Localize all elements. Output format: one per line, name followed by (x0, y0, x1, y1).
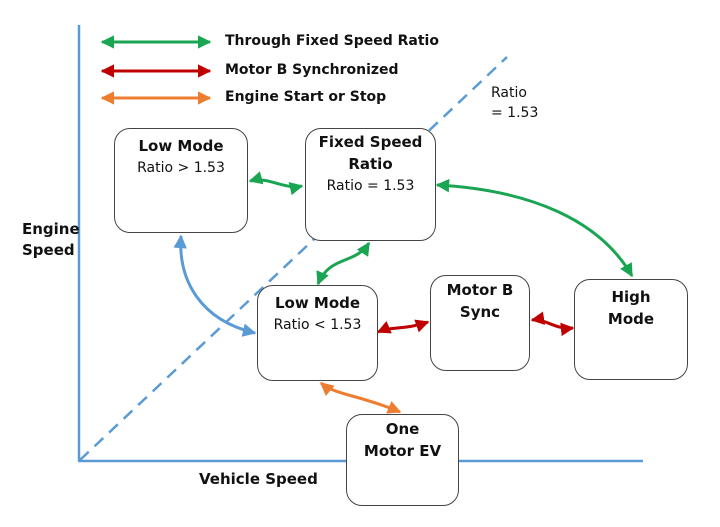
y-axis-label-line2: Speed (22, 241, 75, 259)
legend-label-motor-b: Motor B Synchronized (225, 62, 399, 78)
node-fixed-speed-ratio[interactable]: Fixed Speed Ratio Ratio = 1.53 (305, 128, 436, 241)
ratio-line-label-line1: Ratio (491, 85, 527, 101)
node-title: Low Mode (138, 137, 224, 155)
ratio-line-label: Ratio = 1.53 (491, 83, 538, 123)
node-title: Low Mode (274, 294, 361, 312)
node-low-mode-high-ratio[interactable]: Low Mode Ratio > 1.53 (114, 128, 248, 233)
node-low-mode-low-ratio[interactable]: Low Mode Ratio < 1.53 (257, 285, 378, 381)
node-title-line2: Mode (607, 310, 655, 328)
node-title-line1: One (385, 420, 420, 438)
node-title-line2: Ratio (348, 155, 393, 173)
node-one-motor-ev[interactable]: One Motor EV (346, 414, 459, 506)
ratio-line-label-line2: = 1.53 (491, 105, 539, 121)
arrow-lowlow-to-ev (319, 381, 402, 414)
ratio-line (79, 56, 508, 461)
node-subtitle: Ratio > 1.53 (137, 160, 225, 176)
x-axis-label: Vehicle Speed (199, 470, 318, 488)
arrow-lowhigh-to-fixed (248, 171, 304, 196)
node-subtitle: Ratio < 1.53 (273, 317, 362, 333)
arrow-motorb-to-highmode (530, 311, 575, 337)
arrow-fixed-to-lowlow (316, 241, 371, 286)
node-motor-b-sync[interactable]: Motor B Sync (430, 275, 530, 371)
arrow-lowhigh-to-lowlow (173, 234, 257, 337)
y-axis-label-line1: Engine (22, 220, 80, 238)
node-title-line1: Fixed Speed (318, 133, 423, 151)
arrow-fixed-to-highmode (435, 178, 634, 278)
node-subtitle: Ratio = 1.53 (326, 178, 415, 194)
legend-label-fixed-speed: Through Fixed Speed Ratio (225, 33, 439, 49)
legend-label-engine-start: Engine Start or Stop (225, 89, 387, 105)
node-title-line1: High (611, 288, 651, 306)
node-high-mode[interactable]: High Mode (574, 279, 688, 380)
node-title-line2: Sync (459, 303, 501, 321)
node-title-line2: Motor EV (363, 442, 442, 460)
node-title-line1: Motor B (446, 281, 514, 299)
arrow-lowlow-to-motorb (376, 319, 430, 334)
y-axis-label: Engine Speed (22, 219, 80, 261)
